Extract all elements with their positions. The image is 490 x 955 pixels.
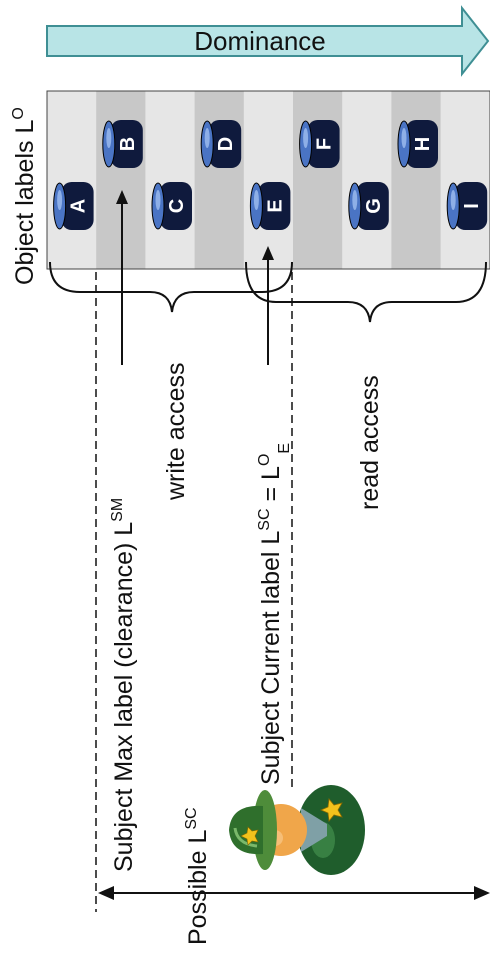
cylinder-body — [406, 120, 438, 168]
object-labels-title: Object labels LO — [10, 107, 39, 285]
object-stripe — [342, 91, 392, 269]
possible-range-arrowhead-left — [98, 886, 114, 900]
possible-range-arrowhead-right — [474, 886, 490, 900]
object-label-e: E — [264, 199, 286, 212]
dominance-arrow-shape — [46, 5, 490, 77]
cylinder-body — [455, 182, 488, 230]
cylinder-body — [307, 120, 340, 168]
cylinder-body — [209, 120, 242, 168]
object-label-b: B — [117, 137, 139, 151]
cylinder-body — [258, 182, 291, 230]
object-cylinders: A B C D E F G H I — [53, 120, 488, 230]
cylinder-body — [61, 182, 94, 230]
object-cylinder-i: I — [446, 182, 488, 230]
subject-max-label: Subject Max label (clearance) LSM — [109, 498, 138, 872]
subject-current-label: Subject Current label LSC = LOE — [256, 443, 293, 785]
dominance-label: Dominance — [194, 26, 326, 56]
cylinder-body — [160, 182, 192, 230]
object-cylinder-f: F — [299, 120, 340, 168]
object-label-h: H — [412, 137, 434, 151]
object-cylinder-c: C — [151, 182, 192, 230]
object-stripe — [243, 91, 294, 269]
possible-label: Possible LSC — [183, 807, 212, 945]
object-stripe — [194, 91, 245, 269]
subject-figure — [229, 785, 365, 875]
object-label-f: F — [314, 138, 336, 150]
object-label-i: I — [461, 203, 483, 209]
object-label-g: G — [363, 198, 385, 214]
object-label-a: A — [68, 199, 90, 213]
read-access-label: read access — [356, 375, 384, 510]
object-cylinder-g: G — [348, 182, 389, 230]
object-stripe — [391, 91, 442, 269]
cylinder-body — [356, 182, 389, 230]
write-access-label: write access — [162, 362, 190, 501]
object-label-strip — [47, 91, 490, 269]
hat-star-icon — [240, 826, 259, 846]
current-label-arrowhead — [262, 246, 274, 260]
write-access-brace — [49, 261, 293, 313]
object-cylinder-d: D — [200, 120, 242, 168]
dominance-arrow: Dominance — [46, 5, 490, 77]
object-label-d: D — [215, 137, 237, 151]
subject-hat-crown — [229, 805, 263, 855]
badge-star-icon — [319, 798, 343, 822]
object-cylinder-a: A — [53, 182, 94, 230]
object-label-c: C — [166, 199, 188, 213]
object-stripe — [47, 91, 97, 269]
read-access-brace — [245, 261, 487, 323]
object-cylinder-h: H — [397, 120, 438, 168]
object-stripe — [145, 91, 196, 269]
object-cylinder-e: E — [249, 182, 291, 230]
cylinder-body — [110, 120, 143, 168]
subject-collar — [301, 808, 327, 852]
max-label-arrowhead — [116, 190, 128, 204]
object-stripe — [440, 91, 490, 269]
object-cylinder-b: B — [102, 120, 143, 168]
object-stripe — [293, 91, 343, 269]
